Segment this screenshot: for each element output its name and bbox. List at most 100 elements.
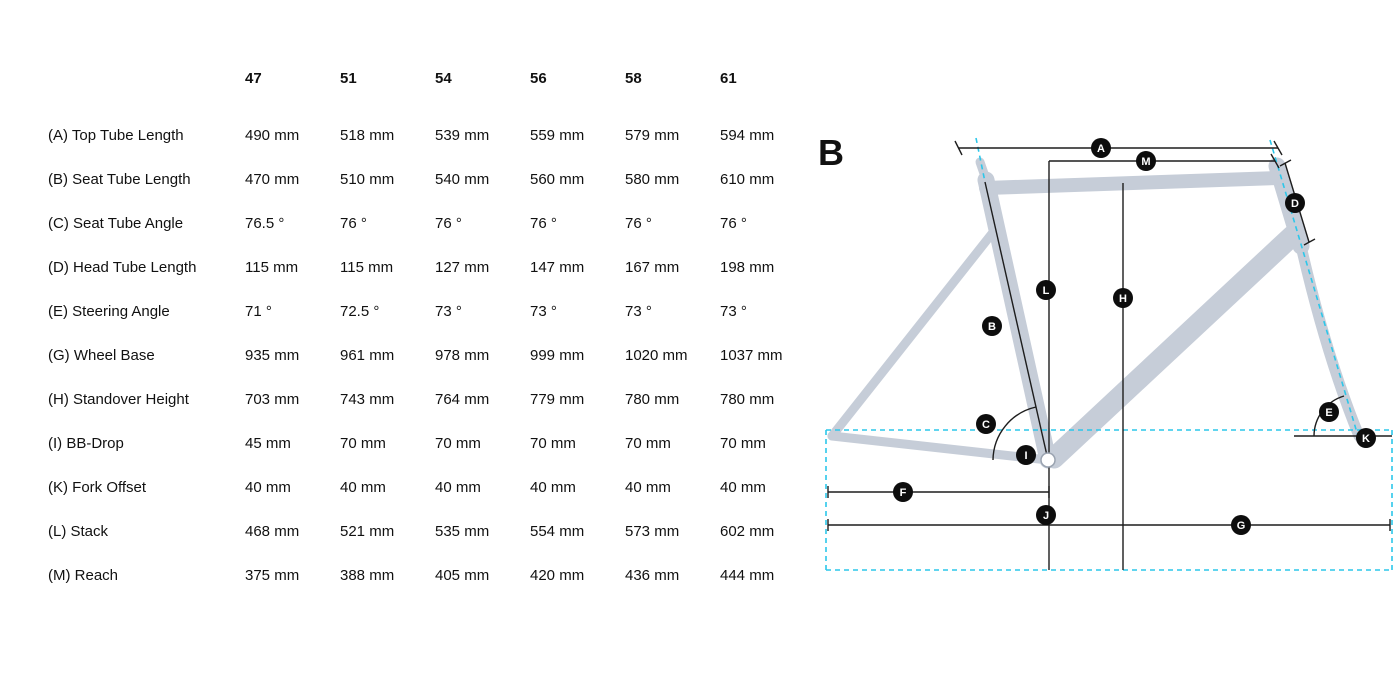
badge-I-letter: I <box>1024 450 1027 462</box>
cell: 935 mm <box>245 346 300 364</box>
cell: 45 mm <box>245 434 291 452</box>
badge-E-letter: E <box>1325 407 1332 419</box>
badge-B: B <box>982 316 1002 336</box>
row-label: (H) Standover Height <box>48 390 189 408</box>
row-label: (K) Fork Offset <box>48 478 147 496</box>
diagram-size-label: B <box>818 132 844 173</box>
cell: 539 mm <box>435 126 490 144</box>
cell: 73 ° <box>720 302 747 320</box>
cell: 115 mm <box>245 258 299 276</box>
chain-stay <box>827 431 1053 465</box>
badge-F-letter: F <box>900 487 907 499</box>
cell: 147 mm <box>530 258 585 276</box>
cell: 405 mm <box>435 566 490 584</box>
cell: 40 mm <box>245 478 291 496</box>
bottom-bracket-marker <box>1040 452 1056 468</box>
cell: 40 mm <box>435 478 481 496</box>
badge-H-letter: H <box>1119 293 1127 305</box>
cell: 510 mm <box>340 170 395 188</box>
badge-M-letter: M <box>1141 156 1150 168</box>
row-label: (I) BB-Drop <box>48 434 124 452</box>
cell: 999 mm <box>530 346 585 364</box>
size-header: 61 <box>720 69 737 87</box>
cell: 167 mm <box>625 258 680 276</box>
cell: 468 mm <box>245 522 300 540</box>
badge-J-letter: J <box>1043 510 1049 522</box>
cell: 40 mm <box>340 478 386 496</box>
table-row: (C) Seat Tube Angle 76.5 ° 76 ° 76 ° 76 … <box>48 201 818 245</box>
cell: 518 mm <box>340 126 395 144</box>
cell: 40 mm <box>625 478 671 496</box>
cell: 521 mm <box>340 522 395 540</box>
cell: 375 mm <box>245 566 300 584</box>
cell: 70 mm <box>625 434 671 452</box>
cell: 602 mm <box>720 522 775 540</box>
cell: 559 mm <box>530 126 585 144</box>
cell: 76.5 ° <box>245 214 285 232</box>
cell: 420 mm <box>530 566 585 584</box>
seat-stay <box>827 221 1003 441</box>
badge-C-letter: C <box>982 419 990 431</box>
cell: 76 ° <box>340 214 367 232</box>
cell: 703 mm <box>245 390 300 408</box>
cell: 436 mm <box>625 566 680 584</box>
cell: 70 mm <box>530 434 576 452</box>
cell: 198 mm <box>720 258 775 276</box>
cell: 76 ° <box>435 214 462 232</box>
cell: 779 mm <box>530 390 585 408</box>
cell: 73 ° <box>435 302 462 320</box>
top-tube <box>979 171 1285 195</box>
head-tube-axis-line <box>1269 139 1359 437</box>
badge-F: F <box>893 482 913 502</box>
size-header: 51 <box>340 69 357 87</box>
bike-geometry-svg: A M D L H <box>825 137 1393 571</box>
row-label: (B) Seat Tube Length <box>48 170 191 188</box>
cell: 594 mm <box>720 126 775 144</box>
cell: 780 mm <box>625 390 680 408</box>
size-header: 54 <box>435 69 452 87</box>
table-row: (L) Stack 468 mm 521 mm 535 mm 554 mm 57… <box>48 509 818 553</box>
head-tube-tick-bottom <box>1303 238 1316 246</box>
row-label: (D) Head Tube Length <box>48 258 197 276</box>
badge-K-letter: K <box>1362 433 1370 445</box>
cell: 580 mm <box>625 170 680 188</box>
cell: 388 mm <box>340 566 395 584</box>
cell: 40 mm <box>720 478 766 496</box>
table-row: (K) Fork Offset 40 mm 40 mm 40 mm 40 mm … <box>48 465 818 509</box>
cell: 780 mm <box>720 390 775 408</box>
cell: 961 mm <box>340 346 395 364</box>
cell: 76 ° <box>720 214 747 232</box>
badge-B-letter: B <box>988 321 996 333</box>
cell: 73 ° <box>530 302 557 320</box>
badge-I: I <box>1016 445 1036 465</box>
head-tube-tick-top <box>1279 159 1292 167</box>
cell: 71 ° <box>245 302 272 320</box>
seat-angle-arc <box>992 406 1037 461</box>
cell: 1020 mm <box>625 346 688 364</box>
cell: 579 mm <box>625 126 680 144</box>
cell: 1037 mm <box>720 346 783 364</box>
cell: 560 mm <box>530 170 585 188</box>
cell: 764 mm <box>435 390 490 408</box>
top-tube-tick-left <box>954 140 963 156</box>
cell: 70 mm <box>340 434 386 452</box>
cell: 540 mm <box>435 170 490 188</box>
cell: 978 mm <box>435 346 490 364</box>
cell: 610 mm <box>720 170 775 188</box>
badge-A-letter: A <box>1097 143 1105 155</box>
badge-H: H <box>1113 288 1133 308</box>
cell: 444 mm <box>720 566 775 584</box>
table-header-row: 47 51 54 56 58 61 <box>48 56 818 100</box>
row-label: (E) Steering Angle <box>48 302 170 320</box>
badge-L-letter: L <box>1043 285 1050 297</box>
measurement-lines <box>827 140 1392 570</box>
badge-G-letter: G <box>1237 520 1246 532</box>
fork <box>1295 240 1365 442</box>
cell: 115 mm <box>340 258 394 276</box>
badge-E: E <box>1319 402 1339 422</box>
cell: 470 mm <box>245 170 300 188</box>
table-row: (I) BB-Drop 45 mm 70 mm 70 mm 70 mm 70 m… <box>48 421 818 465</box>
cell: 743 mm <box>340 390 395 408</box>
badge-L: L <box>1036 280 1056 300</box>
